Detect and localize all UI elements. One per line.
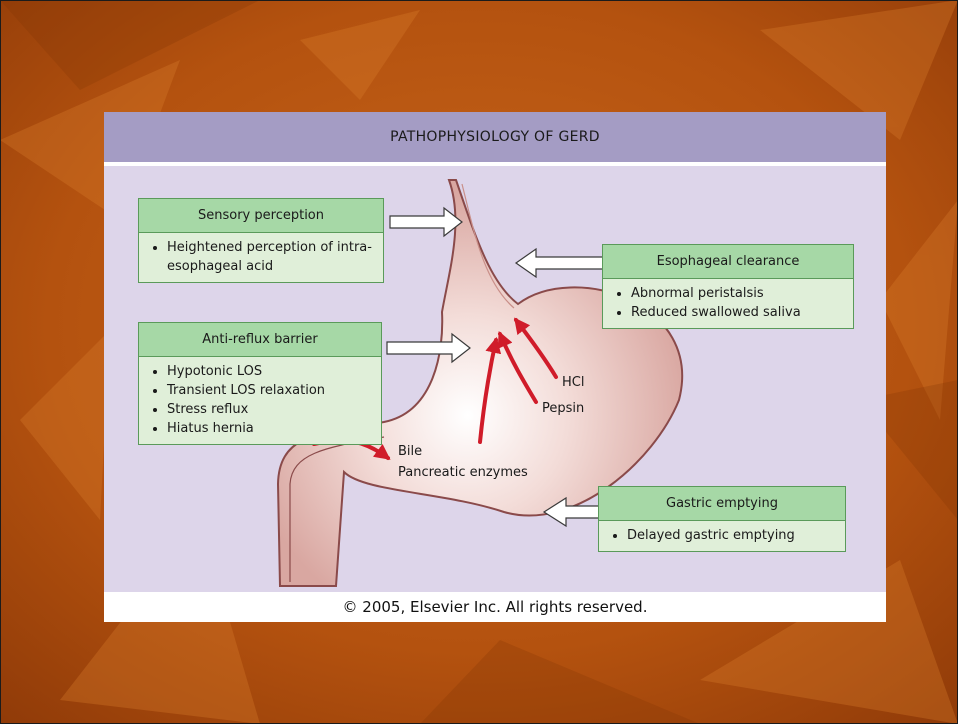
clearance-item-1: Abnormal peristalsis: [631, 284, 845, 303]
antireflux-item-4: Hiatus hernia: [167, 419, 373, 438]
antireflux-item-3: Stress reflux: [167, 400, 373, 419]
esophageal-clearance-body: Abnormal peristalsis Reduced swallowed s…: [602, 279, 854, 329]
sensory-perception-heading: Sensory perception: [138, 198, 384, 233]
sensory-item-1: Heightened perception of intra-esophagea…: [167, 238, 375, 276]
antireflux-item-1: Hypotonic LOS: [167, 362, 373, 381]
esophageal-clearance-box: Esophageal clearance Abnormal peristalsi…: [602, 244, 854, 329]
label-hcl: HCl: [562, 375, 584, 390]
esophageal-clearance-heading: Esophageal clearance: [602, 244, 854, 279]
antireflux-item-2: Transient LOS relaxation: [167, 381, 373, 400]
sensory-perception-box: Sensory perception Heightened perception…: [138, 198, 384, 283]
clearance-item-2: Reduced swallowed saliva: [631, 303, 845, 322]
anti-reflux-barrier-box: Anti-reflux barrier Hypotonic LOS Transi…: [138, 322, 382, 445]
label-bile: Bile: [398, 444, 422, 459]
gastric-emptying-heading: Gastric emptying: [598, 486, 846, 521]
white-arrow-antireflux: [387, 334, 470, 362]
gastric-emptying-body: Delayed gastric emptying: [598, 521, 846, 552]
label-pepsin: Pepsin: [542, 401, 584, 416]
emptying-item-1: Delayed gastric emptying: [627, 526, 837, 545]
anti-reflux-barrier-body: Hypotonic LOS Transient LOS relaxation S…: [138, 357, 382, 445]
anti-reflux-barrier-heading: Anti-reflux barrier: [138, 322, 382, 357]
sensory-perception-body: Heightened perception of intra-esophagea…: [138, 233, 384, 283]
white-arrow-clearance: [516, 249, 604, 277]
figure-panel: PATHOPHYSIOLOGY OF GERD: [104, 112, 886, 622]
gastric-emptying-box: Gastric emptying Delayed gastric emptyin…: [598, 486, 846, 552]
label-pancreatic-enzymes: Pancreatic enzymes: [398, 465, 528, 480]
white-arrow-sensory: [390, 208, 462, 236]
copyright-notice: © 2005, Elsevier Inc. All rights reserve…: [104, 592, 886, 622]
